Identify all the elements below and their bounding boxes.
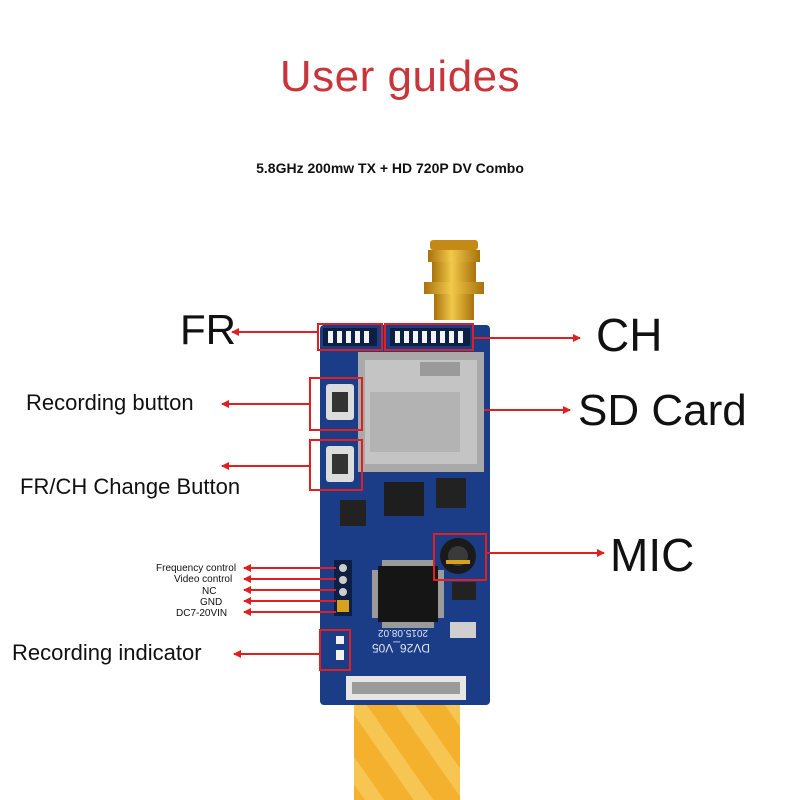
recording-indicator-label: Recording indicator [12,640,202,665]
fr-ch-change-button-label: FR/CH Change Button [20,474,241,499]
gnd-label: GND [200,597,223,608]
main-processor-chip [372,560,444,628]
ch-label: CH [596,309,663,361]
recording-button-label: Recording button [26,390,194,415]
power-signal-pin-header [334,560,352,616]
nc-label: NC [202,586,217,597]
microphone-part [440,538,476,574]
sd-card-slot [358,352,484,472]
video-control-label: Video control [174,574,233,585]
fr-label: FR [180,306,236,353]
recording-led [336,636,344,660]
mic-highlight-box [433,533,487,581]
page-subtitle: 5.8GHz 200mw TX + HD 720P DV Combo [256,160,524,176]
mic-label: MIC [610,529,695,581]
recording-indicator-highlight-box [319,629,351,671]
fr-dip-switch [323,328,377,346]
ribbon-cable [354,698,460,800]
frequency-control-label: Frequency control [156,563,237,574]
recording-button-part [326,384,354,420]
dc-vin-label: DC7-20VIN [176,608,228,619]
ch-dip-switch [390,328,470,346]
silkscreen-date: 2015.08.02 [378,627,428,638]
sd-card-label: SD Card [578,386,747,435]
sma-antenna-connector [424,240,484,320]
fr-highlight-box [317,323,383,351]
page-title: User guides [279,52,521,101]
silkscreen-model: DV26_V05 [372,641,430,655]
fr-ch-change-button-part [326,446,354,482]
